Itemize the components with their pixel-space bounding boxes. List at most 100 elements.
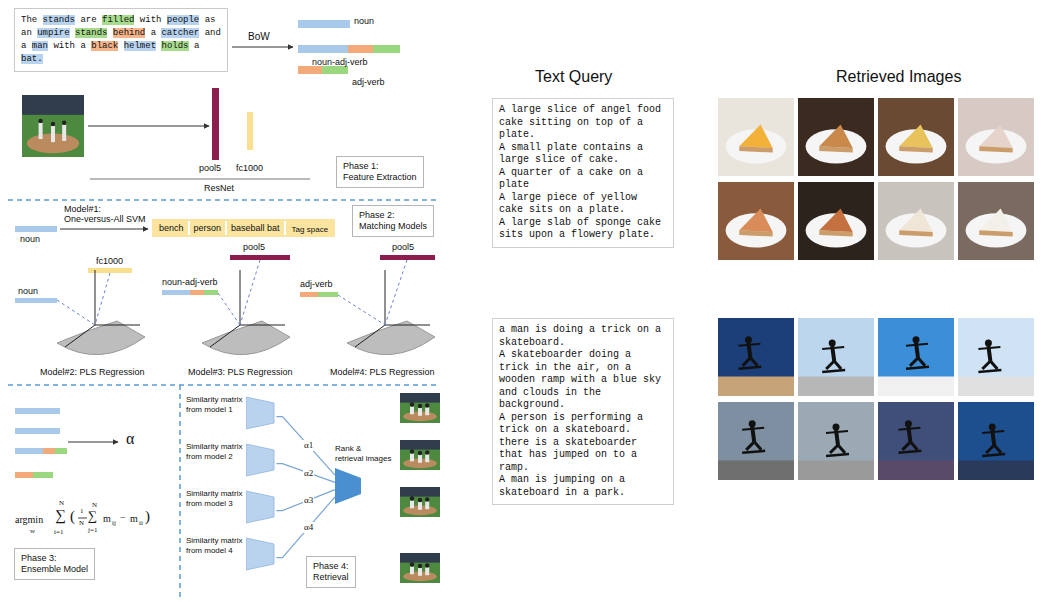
photo-cake bbox=[739, 125, 772, 148]
projection-line bbox=[218, 293, 240, 325]
photo-helmet bbox=[51, 122, 55, 126]
photo-player bbox=[418, 502, 422, 510]
label-text: BoW bbox=[248, 31, 270, 43]
label-text: noun bbox=[18, 286, 38, 296]
skateboard bbox=[898, 451, 921, 453]
photo-player bbox=[410, 501, 414, 509]
feature-bar bbox=[33, 472, 53, 478]
photo-background bbox=[798, 98, 874, 176]
query-sentence: A man is jumping on a skateboard in a pa… bbox=[499, 474, 667, 499]
photo-cake bbox=[819, 125, 852, 148]
similarity-matrix-shape bbox=[246, 395, 276, 431]
skate-photo bbox=[798, 318, 874, 396]
photo-cake bbox=[739, 209, 772, 232]
projection-line bbox=[338, 295, 385, 325]
photo-ground bbox=[958, 461, 1034, 481]
node-text: Phase 3: Ensemble Model bbox=[21, 553, 88, 575]
skater-leg bbox=[982, 361, 990, 369]
connector bbox=[276, 497, 335, 558]
baseball-photo bbox=[22, 95, 84, 157]
skater-head bbox=[833, 423, 840, 430]
label-text: Retrieved Images bbox=[836, 68, 961, 86]
label-text: ResNet bbox=[204, 183, 234, 193]
formula-part: ii bbox=[139, 519, 143, 527]
cake-photo bbox=[798, 182, 874, 260]
photo-stands bbox=[400, 440, 440, 450]
similarity-matrix-shape bbox=[246, 489, 276, 525]
node-text: Rank & retrieval images bbox=[335, 444, 399, 464]
skateboard bbox=[906, 367, 929, 369]
caption-text-box: The stands are filled with people as an … bbox=[14, 8, 228, 72]
axis bbox=[95, 325, 140, 326]
feature-bar bbox=[43, 448, 55, 454]
similarity-matrix-shape bbox=[246, 442, 276, 478]
formula-part: ∑ bbox=[88, 509, 97, 524]
similarity-matrix: Similarity matrix from model 3 bbox=[186, 489, 276, 525]
skateboard bbox=[822, 370, 845, 372]
photo-cake-side bbox=[979, 230, 1012, 236]
label-text: adj-verb bbox=[352, 77, 385, 87]
photo-player bbox=[51, 126, 55, 142]
photo-background bbox=[798, 182, 874, 260]
label-text: fc1000 bbox=[96, 256, 123, 266]
feature-bar bbox=[298, 66, 322, 74]
edge-weight-label: α4 bbox=[303, 522, 314, 533]
query-sentence: A large slab of sponge cake sits upon a … bbox=[499, 217, 667, 242]
connector bbox=[276, 417, 335, 476]
fc1000-layer bbox=[247, 112, 253, 150]
node-text: Similarity matrix from model 4 bbox=[186, 536, 242, 556]
skater-leg bbox=[746, 442, 754, 450]
photo-player bbox=[418, 455, 422, 463]
skater-leg bbox=[742, 358, 750, 366]
photo-cake-side bbox=[739, 146, 772, 152]
cake-photo bbox=[878, 182, 954, 260]
axis bbox=[65, 325, 95, 347]
photo-field bbox=[400, 393, 440, 423]
skater-arms bbox=[898, 428, 920, 430]
skater-leg bbox=[918, 358, 925, 366]
label-text: pool5 bbox=[392, 242, 414, 252]
skater-leg bbox=[910, 358, 918, 366]
arrow-line bbox=[60, 229, 148, 230]
skater-arms bbox=[742, 428, 764, 430]
node-text: Tag space bbox=[286, 222, 332, 235]
feature-bar bbox=[298, 45, 348, 53]
feature-bar bbox=[298, 20, 350, 28]
feature-bar bbox=[15, 408, 60, 414]
formula-part: w bbox=[30, 527, 35, 535]
pls-plot bbox=[338, 260, 435, 355]
formula-part: α bbox=[126, 430, 134, 448]
photo-cake-side bbox=[819, 146, 852, 152]
photo-cake bbox=[979, 125, 1012, 148]
photo-helmet bbox=[425, 497, 429, 501]
skater-leg bbox=[902, 442, 910, 450]
baseball-photo bbox=[400, 487, 440, 517]
matrix-plane bbox=[246, 538, 274, 570]
skateboard bbox=[826, 454, 849, 456]
fusion-shape bbox=[335, 468, 361, 504]
query-sentence: a man is doing a trick on a skateboard. bbox=[499, 324, 667, 349]
query-sentence: A quarter of a cake on a plate bbox=[499, 167, 667, 192]
skateboard bbox=[982, 454, 1005, 456]
pls-plot bbox=[202, 260, 290, 355]
cake-photo bbox=[718, 182, 794, 260]
query-sentence: there is a skateboarder that has jumped … bbox=[499, 437, 667, 475]
photo-player bbox=[425, 567, 429, 575]
projection-plane bbox=[347, 321, 435, 355]
formula-part: N bbox=[79, 519, 84, 527]
label-text: pool5 bbox=[243, 242, 265, 252]
label-text: noun-adj-verb bbox=[162, 277, 218, 287]
photo-helmet bbox=[410, 402, 414, 406]
formula-part: i=1 bbox=[54, 528, 63, 536]
photo-background bbox=[958, 182, 1034, 260]
photo-helmet bbox=[410, 562, 414, 566]
photo-player bbox=[418, 568, 422, 576]
projection-line bbox=[240, 260, 260, 325]
photo-ground bbox=[718, 377, 794, 397]
photo-cake-side bbox=[979, 146, 1012, 152]
photo-ground bbox=[878, 461, 954, 481]
similarity-matrix: Similarity matrix from model 4 bbox=[186, 536, 276, 572]
feature-bar bbox=[55, 448, 67, 454]
photo-player bbox=[425, 407, 429, 415]
baseball-photo bbox=[400, 440, 440, 470]
